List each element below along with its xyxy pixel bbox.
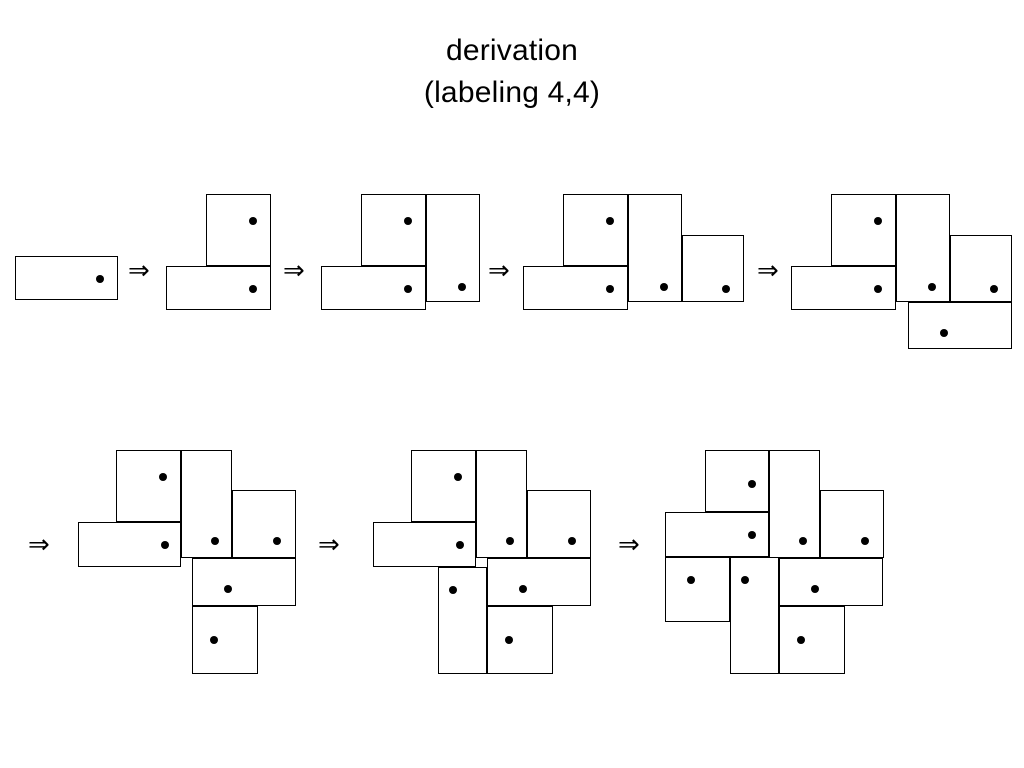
stage-8-tile-g: [730, 557, 779, 674]
arrow-step-7-to-8: ⇒: [618, 530, 640, 560]
stage-5-tile-c: [896, 194, 950, 302]
stage-2-tile-b: [206, 194, 271, 266]
stage-5-tile-b: [831, 194, 896, 266]
stage-6-tile-a-marker-dot: [161, 541, 169, 549]
stage-3-tile-b-marker-dot: [404, 217, 412, 225]
stage-5-tile-a: [791, 266, 896, 310]
stage-8-tile-a: [665, 512, 769, 557]
stage-1-tile-a: [15, 256, 118, 300]
stage-3-tile-b: [361, 194, 426, 266]
stage-6-tile-c-marker-dot: [211, 537, 219, 545]
stage-8-tile-b-marker-dot: [748, 480, 756, 488]
stage-7-tile-a-marker-dot: [456, 541, 464, 549]
stage-1-tile-a-marker-dot: [96, 275, 104, 283]
stage-7-tile-g-marker-dot: [449, 586, 457, 594]
stage-8-tile-e-marker-dot: [811, 585, 819, 593]
stage-3-tile-c: [426, 194, 480, 302]
stage-7-tile-a: [373, 522, 476, 567]
stage-5-tile-b-marker-dot: [874, 217, 882, 225]
stage-8-tile-g-marker-dot: [741, 576, 749, 584]
stage-8-tile-b: [705, 450, 769, 512]
arrow-step-5-to-6: ⇒: [28, 530, 50, 560]
stage-5-tile-d-marker-dot: [990, 285, 998, 293]
stage-7-tile-e-marker-dot: [519, 585, 527, 593]
stage-6-tile-e: [192, 558, 296, 606]
title-line-1: derivation: [445, 34, 579, 67]
stage-4-tile-c-marker-dot: [660, 283, 668, 291]
stage-6-tile-b-marker-dot: [159, 473, 167, 481]
stage-6-tile-c: [181, 450, 232, 558]
stage-4-tile-a-marker-dot: [606, 285, 614, 293]
stage-6-tile-f-marker-dot: [210, 636, 218, 644]
stage-2-tile-a: [166, 266, 271, 310]
page-title: derivation (labeling 4,4): [0, 30, 1024, 114]
stage-8-tile-h: [665, 557, 730, 622]
stage-6-tile-f: [192, 606, 258, 674]
arrow-step-6-to-7: ⇒: [318, 530, 340, 560]
stage-6-tile-b: [116, 450, 181, 522]
stage-4-tile-b: [563, 194, 628, 266]
stage-7-tile-f-marker-dot: [505, 636, 513, 644]
stage-4-tile-d-marker-dot: [722, 285, 730, 293]
stage-6-tile-a: [78, 522, 181, 567]
stage-5-tile-e: [908, 302, 1012, 349]
arrow-step-1-to-2: ⇒: [128, 256, 150, 286]
stage-4-tile-c: [628, 194, 682, 302]
stage-5-tile-d: [950, 235, 1012, 302]
stage-7-tile-f: [487, 606, 553, 674]
arrow-step-4-to-5: ⇒: [757, 256, 779, 286]
stage-5-tile-a-marker-dot: [874, 285, 882, 293]
stage-3-tile-a: [321, 266, 426, 310]
stage-3-tile-a-marker-dot: [404, 285, 412, 293]
stage-4-tile-b-marker-dot: [606, 217, 614, 225]
stage-7-tile-c-marker-dot: [506, 537, 514, 545]
stage-7-tile-g: [438, 567, 487, 674]
stage-8-tile-c-marker-dot: [799, 537, 807, 545]
stage-8-tile-f: [779, 606, 845, 674]
stage-8-tile-d: [820, 490, 884, 558]
stage-8-tile-a-marker-dot: [748, 531, 756, 539]
stage-7-tile-d: [527, 490, 591, 558]
stage-6-tile-d-marker-dot: [273, 537, 281, 545]
stage-4-tile-a: [523, 266, 628, 310]
stage-8-tile-h-marker-dot: [687, 576, 695, 584]
stage-2-tile-a-marker-dot: [249, 285, 257, 293]
stage-5-tile-c-marker-dot: [928, 283, 936, 291]
stage-7-tile-c: [476, 450, 527, 558]
stage-2-tile-b-marker-dot: [249, 217, 257, 225]
stage-7-tile-d-marker-dot: [568, 537, 576, 545]
stage-5-tile-e-marker-dot: [940, 329, 948, 337]
stage-8-tile-f-marker-dot: [797, 636, 805, 644]
stage-3-tile-c-marker-dot: [458, 283, 466, 291]
stage-6-tile-d: [232, 490, 296, 558]
stage-4-tile-d: [682, 235, 744, 302]
stage-8-tile-e: [779, 558, 883, 606]
arrow-step-2-to-3: ⇒: [283, 256, 305, 286]
stage-7-tile-b: [411, 450, 476, 522]
stage-8-tile-c: [769, 450, 820, 558]
stage-7-tile-b-marker-dot: [454, 473, 462, 481]
stage-7-tile-e: [487, 558, 591, 606]
stage-6-tile-e-marker-dot: [224, 585, 232, 593]
stage-8-tile-d-marker-dot: [861, 537, 869, 545]
arrow-step-3-to-4: ⇒: [488, 256, 510, 286]
title-line-2: (labeling 4,4): [423, 76, 601, 109]
